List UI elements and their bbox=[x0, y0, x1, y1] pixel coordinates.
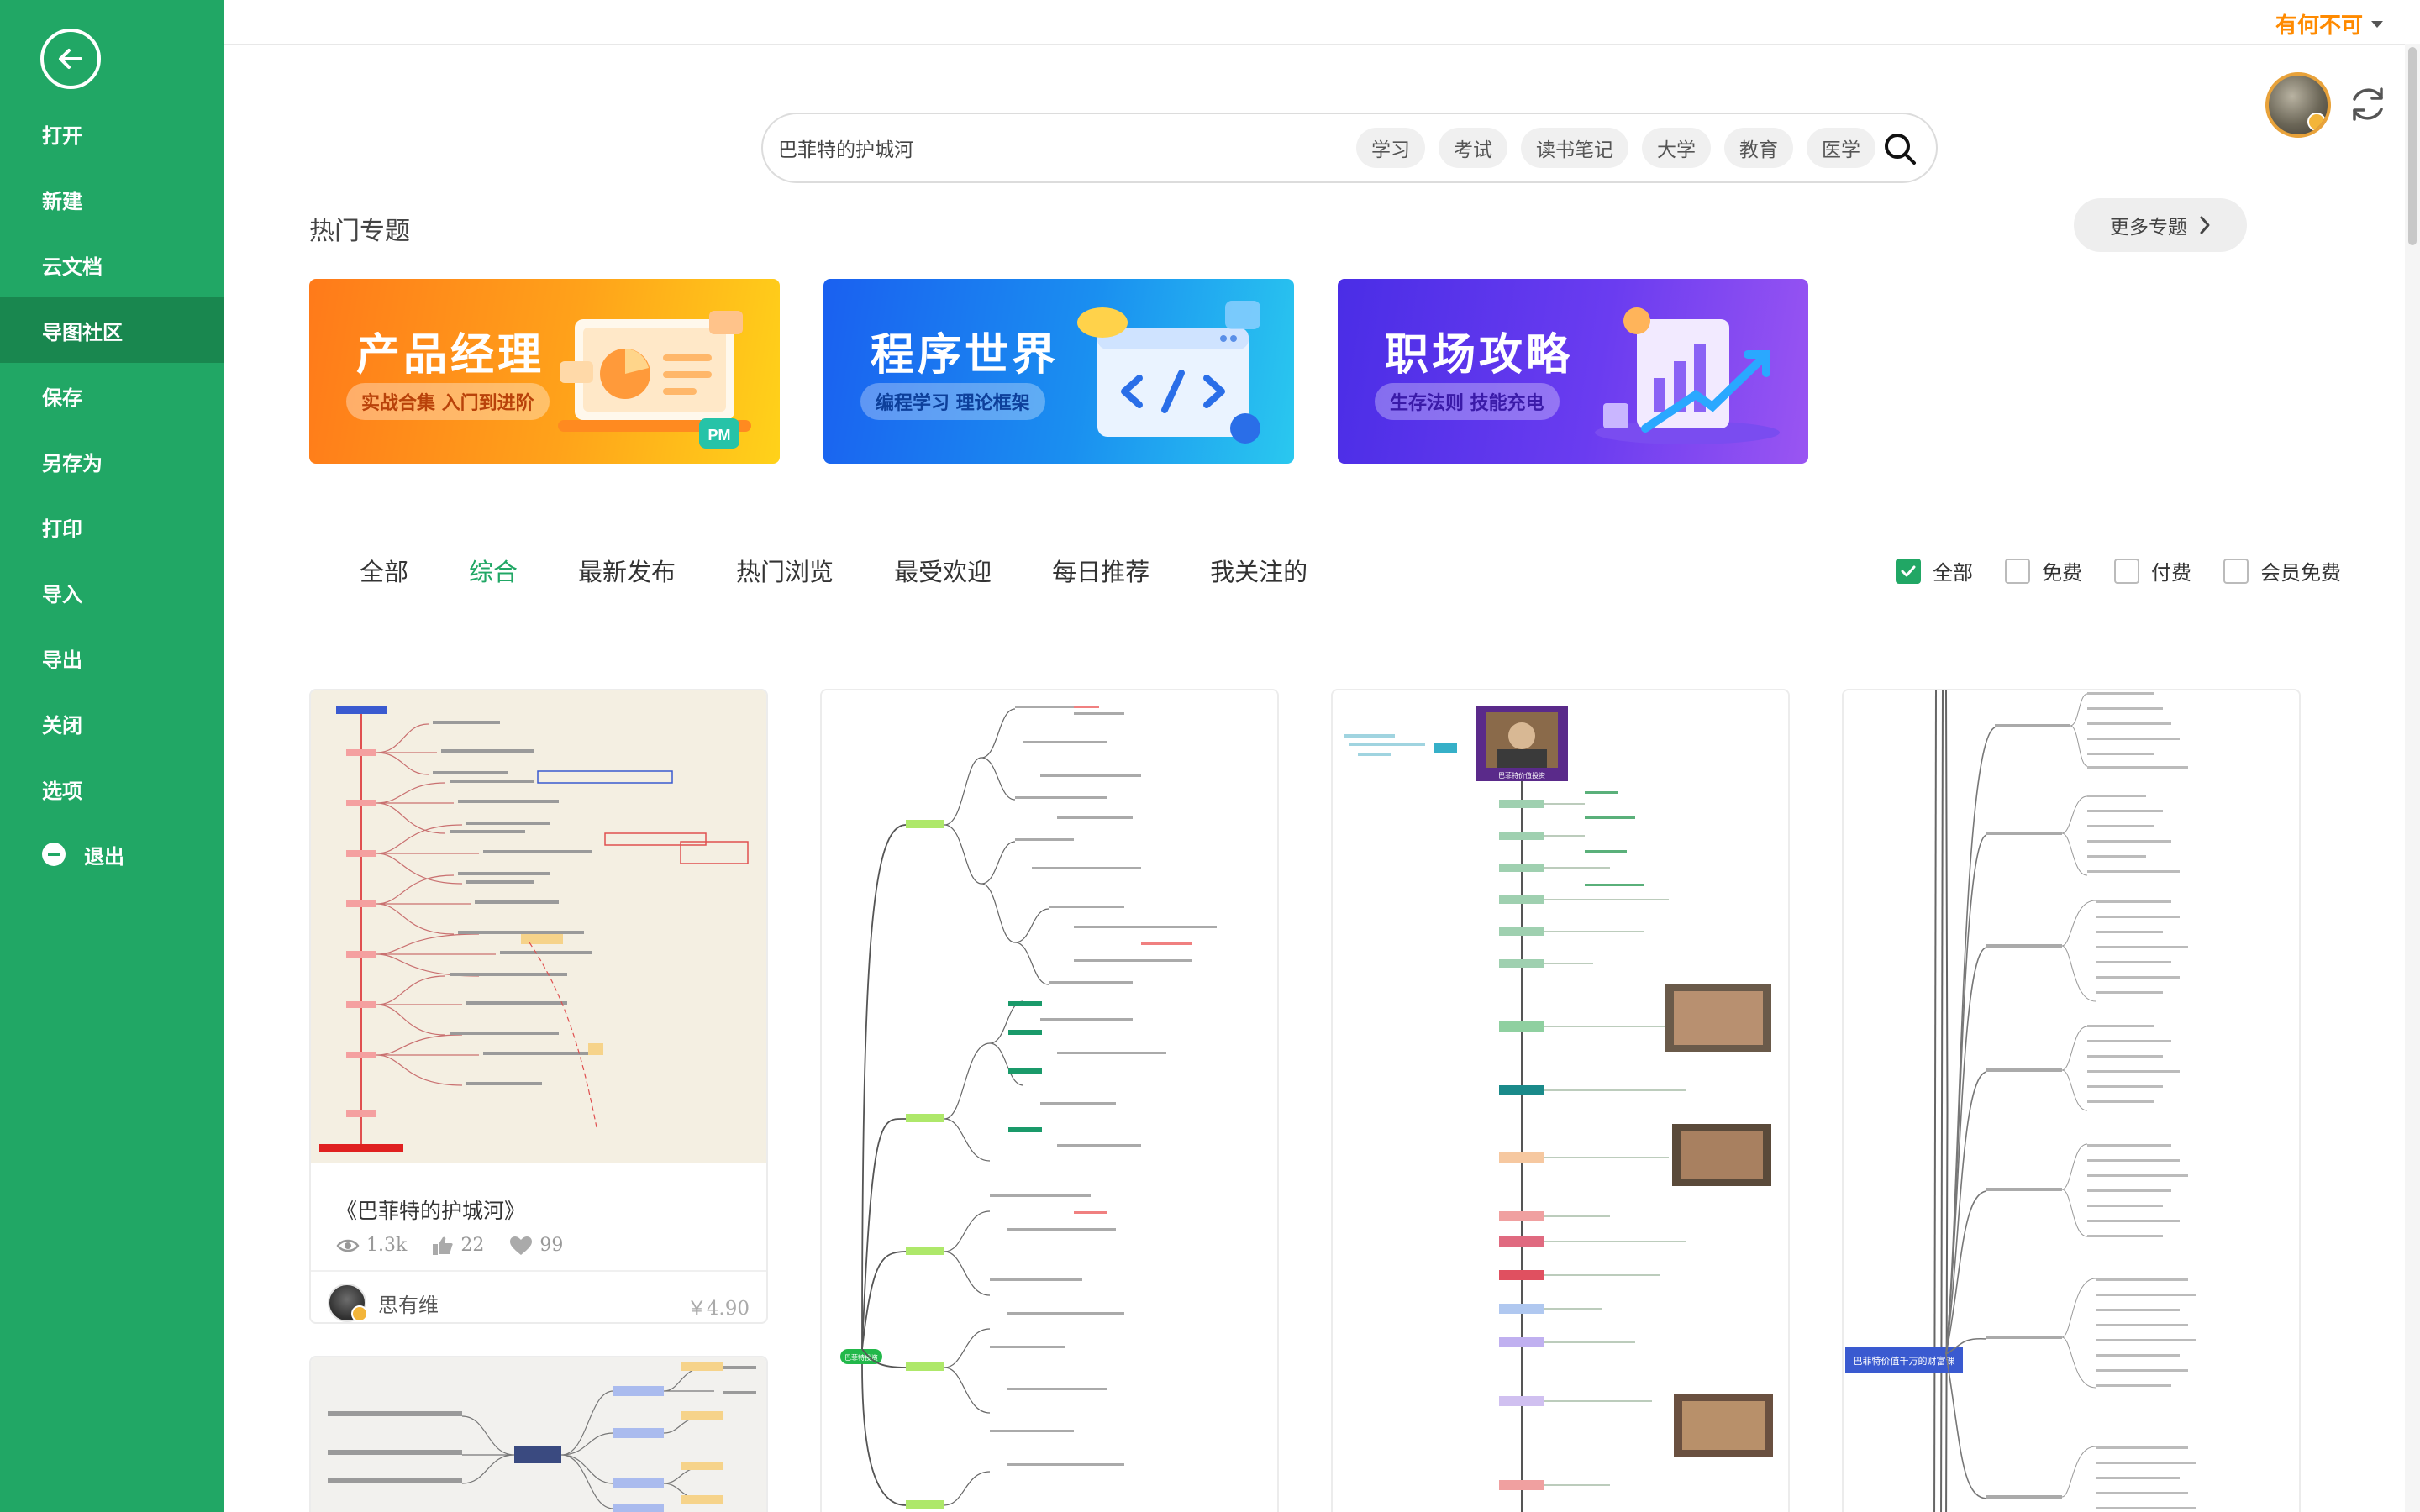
likes-stat: 22 bbox=[432, 1235, 484, 1256]
mindmap-thumbnail bbox=[311, 690, 766, 1163]
scrollbar[interactable] bbox=[2405, 44, 2420, 1512]
filter-paid-checkbox[interactable]: 付费 bbox=[2114, 556, 2191, 585]
mindmap-center-label: 巴菲特投资 bbox=[844, 1353, 878, 1362]
caret-down-icon bbox=[2371, 20, 2383, 28]
code-window-icon bbox=[1077, 301, 1260, 444]
sidebar-item-export[interactable]: 导出 bbox=[42, 648, 82, 672]
card-title: 《巴菲特的护城河》 bbox=[336, 1199, 526, 1223]
search-input[interactable] bbox=[778, 137, 1316, 159]
tab-all[interactable]: 全部 bbox=[360, 558, 409, 586]
sidebar-item-print[interactable]: 打印 bbox=[42, 517, 82, 541]
mindmap-card[interactable]: 巴菲特价值千万的财富课 bbox=[1842, 689, 2301, 1512]
card-price: ￥4.90 bbox=[687, 1298, 750, 1320]
mindmap-card[interactable] bbox=[309, 1356, 768, 1512]
heart-icon bbox=[510, 1236, 533, 1255]
search-tags: 学习 考试 读书笔记 大学 教育 医学 bbox=[1356, 128, 1876, 168]
tab-comprehensive[interactable]: 综合 bbox=[469, 558, 518, 586]
tab-hot-views[interactable]: 热门浏览 bbox=[736, 558, 834, 586]
sidebar-item-exit[interactable]: 退出 bbox=[0, 822, 224, 887]
sidebar-item-cloud[interactable]: 云文档 bbox=[42, 255, 103, 279]
top-divider bbox=[224, 44, 2405, 45]
checkbox-unchecked bbox=[2223, 558, 2249, 584]
filter-all-checkbox[interactable]: 全部 bbox=[1896, 556, 1973, 585]
sidebar: 打开 新建 云文档 导图社区 保存 另存为 打印 导入 导出 关闭 选项 退出 bbox=[0, 0, 224, 1512]
search-icon[interactable] bbox=[1882, 131, 1918, 166]
mindmap-center-label: 巴菲特价值千万的财富课 bbox=[1854, 1355, 1955, 1367]
username: 有何不可 bbox=[2275, 13, 2363, 39]
mindmap-card[interactable]: 《巴菲特的护城河》 1.3k 22 99 思有维 ￥4.90 bbox=[309, 689, 768, 1324]
vip-badge-icon bbox=[2307, 113, 2326, 131]
author-name: 思有维 bbox=[378, 1293, 439, 1317]
card-stats: 1.3k 22 99 bbox=[336, 1235, 563, 1256]
search-tag[interactable]: 考试 bbox=[1439, 128, 1507, 168]
tab-following[interactable]: 我关注的 bbox=[1210, 558, 1308, 586]
filter-member-free-checkbox[interactable]: 会员免费 bbox=[2223, 556, 2341, 585]
refresh-icon[interactable] bbox=[2344, 81, 2391, 128]
checkbox-unchecked bbox=[2005, 558, 2030, 584]
mindmap-thumbnail: 巴菲特价值投资 bbox=[1333, 690, 1788, 1512]
sidebar-item-options[interactable]: 选项 bbox=[42, 779, 82, 803]
check-icon bbox=[1901, 565, 1916, 576]
sidebar-item-new[interactable]: 新建 bbox=[42, 189, 82, 213]
hot-topics-title: 热门专题 bbox=[309, 217, 410, 246]
checkbox-checked bbox=[1896, 558, 1921, 584]
tab-latest[interactable]: 最新发布 bbox=[578, 558, 676, 586]
more-topics-button[interactable]: 更多专题 bbox=[2074, 198, 2247, 252]
banner-subtitle: 实战合集 入门到进阶 bbox=[346, 383, 550, 420]
search-tag[interactable]: 教育 bbox=[1724, 128, 1793, 168]
banner-title: 程序世界 bbox=[871, 330, 1060, 381]
user-avatar[interactable] bbox=[2265, 72, 2331, 138]
mindmap-thumbnail bbox=[311, 1357, 766, 1512]
banner-title: 职场攻略 bbox=[1385, 330, 1574, 381]
sidebar-item-save[interactable]: 保存 bbox=[42, 386, 82, 410]
sidebar-item-open[interactable]: 打开 bbox=[42, 123, 82, 148]
filter-free-checkbox[interactable]: 免费 bbox=[2005, 556, 2082, 585]
sidebar-item-close[interactable]: 关闭 bbox=[42, 713, 82, 738]
scrollbar-thumb[interactable] bbox=[2408, 47, 2417, 245]
sidebar-item-import[interactable]: 导入 bbox=[42, 582, 82, 606]
favorites-stat: 99 bbox=[509, 1235, 563, 1256]
checkbox-unchecked bbox=[2114, 558, 2139, 584]
filter-tabs: 全部 综合 最新发布 热门浏览 最受欢迎 每日推荐 我关注的 bbox=[360, 553, 1368, 588]
search-tag[interactable]: 学习 bbox=[1356, 128, 1425, 168]
sidebar-item-save-as[interactable]: 另存为 bbox=[42, 451, 103, 475]
banner-subtitle: 编程学习 理论框架 bbox=[860, 383, 1045, 420]
user-menu[interactable]: 有何不可 bbox=[2275, 8, 2383, 39]
topic-banner-pm[interactable]: 产品经理 实战合集 入门到进阶 PM bbox=[309, 279, 780, 464]
banner-subtitle: 生存法则 技能充电 bbox=[1375, 383, 1560, 420]
card-divider bbox=[311, 1270, 766, 1272]
minus-circle-icon bbox=[42, 843, 66, 866]
author-avatar bbox=[328, 1284, 368, 1322]
mindmap-center-label: 巴菲特价值投资 bbox=[1498, 771, 1545, 780]
sidebar-menu: 打开 新建 云文档 导图社区 保存 另存为 打印 导入 导出 关闭 选项 退出 bbox=[0, 101, 224, 887]
growth-chart-icon bbox=[1595, 307, 1780, 444]
arrow-left-icon bbox=[59, 49, 82, 69]
tab-most-popular[interactable]: 最受欢迎 bbox=[894, 558, 992, 586]
mindmap-card[interactable]: 巴菲特投资 bbox=[820, 689, 1279, 1512]
mindmap-card[interactable]: 巴菲特价值投资 bbox=[1331, 689, 1790, 1512]
search-tag[interactable]: 医学 bbox=[1807, 128, 1876, 168]
chevron-right-icon bbox=[2200, 216, 2210, 234]
back-button[interactable] bbox=[40, 29, 101, 89]
laptop-chart-icon: PM bbox=[558, 311, 751, 449]
sidebar-item-community[interactable]: 导图社区 bbox=[0, 297, 224, 363]
thumbs-up-icon bbox=[433, 1236, 453, 1255]
views-stat: 1.3k bbox=[336, 1235, 407, 1256]
topic-banner-career[interactable]: 职场攻略 生存法则 技能充电 bbox=[1338, 279, 1808, 464]
mindmap-thumbnail: 巴菲特投资 bbox=[822, 690, 1277, 1512]
topic-banner-programming[interactable]: 程序世界 编程学习 理论框架 bbox=[823, 279, 1294, 464]
search-tag[interactable]: 读书笔记 bbox=[1521, 128, 1628, 168]
eye-icon bbox=[336, 1239, 360, 1252]
tab-daily-picks[interactable]: 每日推荐 bbox=[1052, 558, 1150, 586]
card-author[interactable]: 思有维 bbox=[328, 1284, 439, 1322]
mindmap-thumbnail: 巴菲特价值千万的财富课 bbox=[1844, 690, 2299, 1512]
pm-badge: PM bbox=[708, 427, 731, 444]
price-filters: 全部 免费 付费 会员免费 bbox=[1896, 556, 2373, 585]
search-bar: 学习 考试 读书笔记 大学 教育 医学 bbox=[761, 113, 1938, 183]
banner-title: 产品经理 bbox=[356, 330, 545, 381]
search-tag[interactable]: 大学 bbox=[1642, 128, 1711, 168]
